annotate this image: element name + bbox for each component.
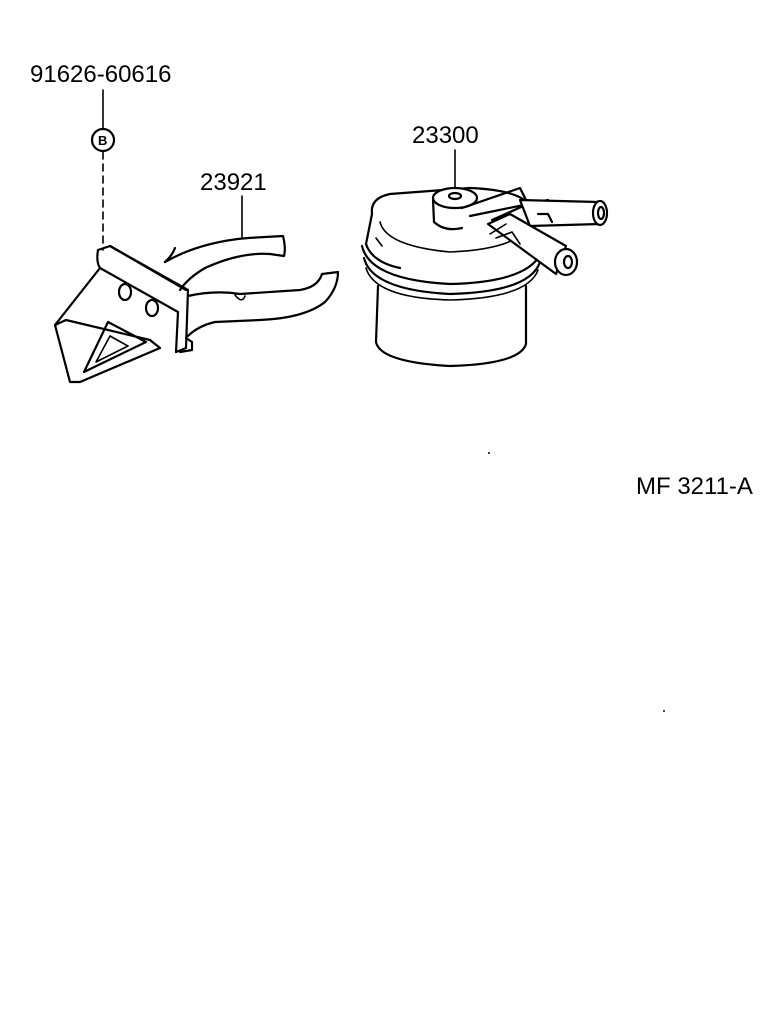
diagram-code: MF 3211-A <box>636 473 753 500</box>
bolt-symbol-icon[interactable]: B <box>90 127 116 153</box>
bolt-part-number[interactable]: 91626-60616 <box>30 61 171 88</box>
bolt-symbol-letter: B <box>98 133 107 148</box>
bracket-part-number[interactable]: 23921 <box>200 169 267 196</box>
scan-speck <box>663 710 665 712</box>
fuel-filter-part-number[interactable]: 23300 <box>412 122 479 149</box>
fuel-filter-drawing[interactable] <box>360 186 609 368</box>
bracket-drawing[interactable] <box>53 234 340 384</box>
scan-speck <box>488 452 490 454</box>
